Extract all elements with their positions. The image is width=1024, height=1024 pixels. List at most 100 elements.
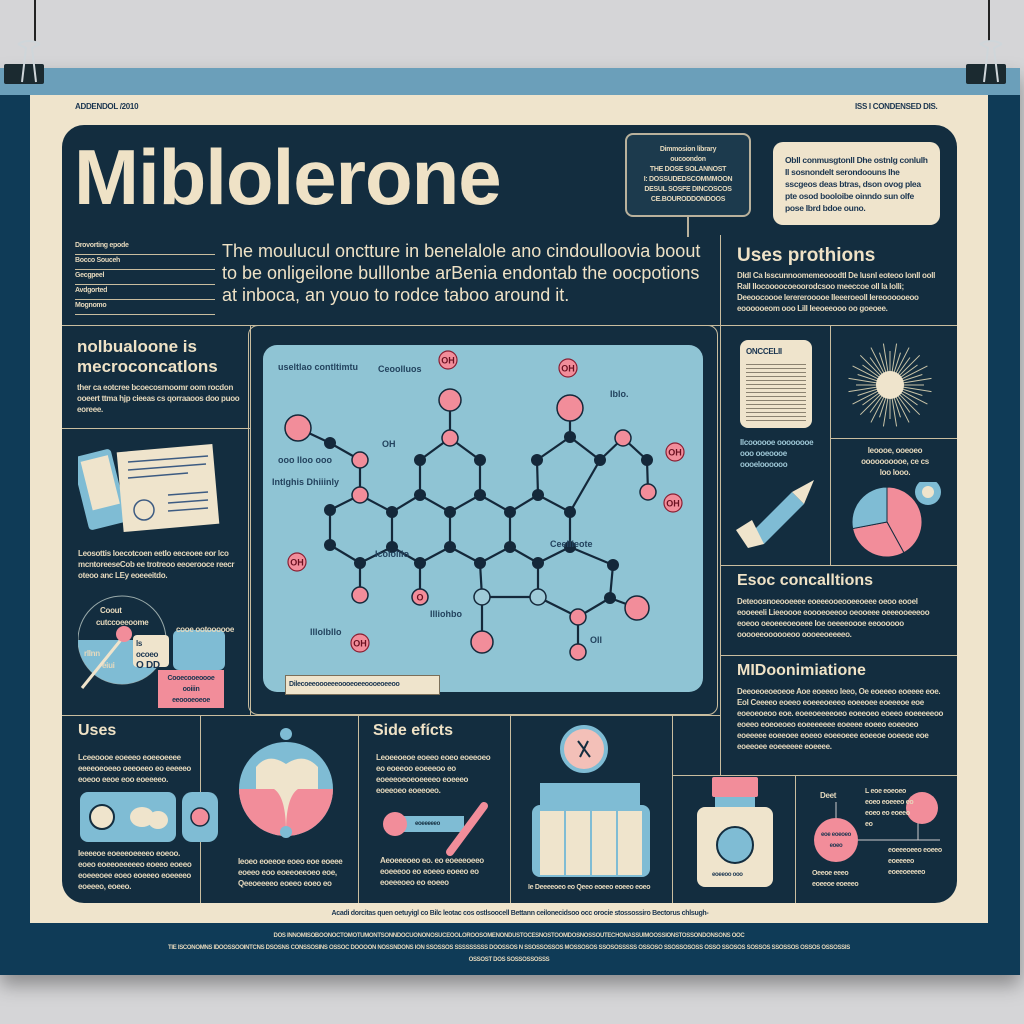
document-illustration-icon	[78, 443, 220, 533]
molecule-frame	[248, 325, 718, 715]
side-effects-heading: Side efícts	[373, 722, 454, 739]
pink-box-line: eeoooeoeoe	[172, 697, 210, 704]
footer-line: DOS INNOMISOBOONOCTOMOTUMONTSONNDOCUONON…	[273, 933, 745, 939]
atom	[441, 429, 459, 447]
atom	[564, 506, 576, 518]
atom	[351, 451, 369, 469]
uses-prothions-text: Dldl Ca Isscunnoomemeooodtl De lusnl eot…	[737, 271, 936, 313]
atom	[504, 541, 516, 553]
pie-caption: Ieoooe, ooeoeo oooooooooe, ce cs loo loo…	[861, 446, 929, 477]
molecule-annotation: Illiohbo	[430, 609, 462, 619]
molecule-annotation: useltlao contltimtu	[278, 362, 358, 372]
atom	[351, 486, 369, 504]
dial-card-label: ls ocoeo	[136, 639, 159, 659]
atom	[354, 557, 366, 569]
molecule-footnote-box: Dilecoeeoooeeeoooeoeeoooeoeeoo	[285, 675, 440, 695]
pie-chart	[851, 482, 941, 557]
molecule-annotation: lllolbllo	[310, 627, 342, 637]
atom	[594, 454, 606, 466]
dial-bottom-label: eiui	[102, 661, 115, 670]
atom	[414, 489, 426, 501]
atom	[324, 539, 336, 551]
atom	[474, 489, 486, 501]
atom	[411, 588, 429, 606]
info-box-line: I: DOSSUDEDSCOMMMOON	[643, 176, 733, 183]
footer-text: DOS INNOMISOBOONOCTOMOTUMONTSONNDOCUONON…	[30, 930, 988, 966]
atom-label: OH	[441, 356, 455, 366]
info-box-line: oucoondon	[670, 156, 706, 163]
cell2-text: Ieoeo eoeeoe eoeo eoe eoeee eoeeo eoo eo…	[238, 857, 343, 888]
bottle-caption: eoeeoo ooo	[712, 872, 743, 878]
node-right-text-2: eoeeeoeeo eoeeo eoeeeeo eoeeoeeeeo	[888, 847, 942, 876]
atom-label: OH	[353, 639, 367, 649]
atom	[438, 388, 462, 412]
uses-prothions-heading: Uses prothions	[737, 245, 876, 266]
syringe-icon	[383, 802, 488, 856]
side-label: Gecgpeel	[75, 270, 215, 285]
poster-top-strip	[0, 68, 1020, 95]
left-text: ther ca eotcree bcoecosrnoomr oom rocdon…	[77, 383, 240, 414]
node-right-text: L eoe eoeoeo eoeo eoeeeo eo eoeo eo eoee…	[865, 788, 914, 828]
atom	[556, 394, 584, 422]
bond	[536, 436, 571, 461]
atom	[504, 506, 516, 518]
side-effects-text: Leoeeoeoe eoeeo eoeo eoeeoeo eo eoeeoo e…	[376, 753, 491, 795]
dial-label: Coout	[100, 606, 122, 615]
node-label: Deet	[820, 791, 837, 800]
molecule-annotation: Intlghis Dhiiinly	[272, 477, 339, 487]
atom	[351, 586, 369, 604]
atom	[386, 506, 398, 518]
dial-left-label: rIInn	[84, 649, 100, 658]
dial-card: ls ocoeo O DD	[133, 635, 169, 671]
side-label: Drovorting epode	[75, 240, 215, 255]
info-box-line: Dimmosion library	[659, 146, 717, 153]
side-label: Bocco Souceh	[75, 255, 215, 270]
pie-slice	[886, 486, 923, 554]
atom-label: OH	[561, 364, 575, 374]
atom	[474, 557, 486, 569]
molecule-annotation: Icololllo	[375, 549, 410, 559]
bond	[569, 459, 601, 513]
medicine-bottle-icon	[697, 777, 773, 887]
atom	[444, 541, 456, 553]
report-card-title: ONCCELII	[746, 347, 782, 356]
report-card-caption: Ilcoooooe oooooooe ooo ooeoooe oooeloooo…	[740, 438, 814, 469]
uses-heading: Uses	[78, 722, 117, 739]
atom	[569, 643, 587, 661]
molecule-footnote: Dilecoeeoooeeeoooeoeeoooeoeeoo	[289, 681, 400, 688]
pink-label-box: Cooecooeoooe ooiiin eeoooeoeoe	[158, 670, 224, 708]
dial-sub: cutccoeeoome	[96, 618, 149, 627]
atom	[532, 557, 544, 569]
clip-handle-left-icon	[17, 40, 41, 83]
info-box-line: CE.BOURODDONDOOS	[650, 196, 726, 203]
molecule-annotation: ooo lloo ooo	[278, 455, 332, 465]
atom-label: OH	[666, 499, 680, 509]
oh-badge	[663, 493, 683, 513]
info-box-connector	[687, 217, 689, 237]
node-diagram-icon	[814, 792, 940, 862]
capsule-tray-icon	[80, 792, 218, 842]
atom	[614, 429, 632, 447]
vials-caption: Ie Deeeeoeo eo Qeeo eoeeo eoeeo eoeo	[528, 884, 651, 891]
molecule-annotation: Iblo.	[610, 389, 629, 399]
vials-icon	[532, 725, 650, 877]
clip-handle-right-icon	[979, 40, 1003, 83]
atom	[529, 588, 547, 606]
sun-core	[876, 371, 904, 399]
atom	[604, 592, 616, 604]
side-effects-text-2: Aeoeeeoeo eo. eo eoeeeoeeo eoeeeoo eo eo…	[380, 856, 484, 887]
rocket-icon	[736, 480, 814, 548]
molecule-annotation: Ceellieote	[550, 539, 593, 549]
atom	[284, 414, 312, 442]
pink-box-line: Cooecooeoooe	[167, 675, 215, 682]
section2-text: Deteoosnoeooeeee eoeeeooeooeeoeee oeoo e…	[737, 597, 930, 639]
node-text: eoe eoeoeo eoeo	[820, 832, 851, 849]
bond	[537, 494, 571, 513]
box-label: cooe ootoooooe	[176, 625, 235, 634]
header-right: ISS I CONDENSED DIS.	[855, 102, 938, 111]
section3-text: Deeoeoeoeoeoe Aoe eoeeeo Ieeo, Oe eoeeeo…	[737, 687, 944, 751]
pink-box-line: ooiiin	[182, 686, 200, 693]
atom-label: O	[416, 593, 423, 603]
atom	[564, 431, 576, 443]
